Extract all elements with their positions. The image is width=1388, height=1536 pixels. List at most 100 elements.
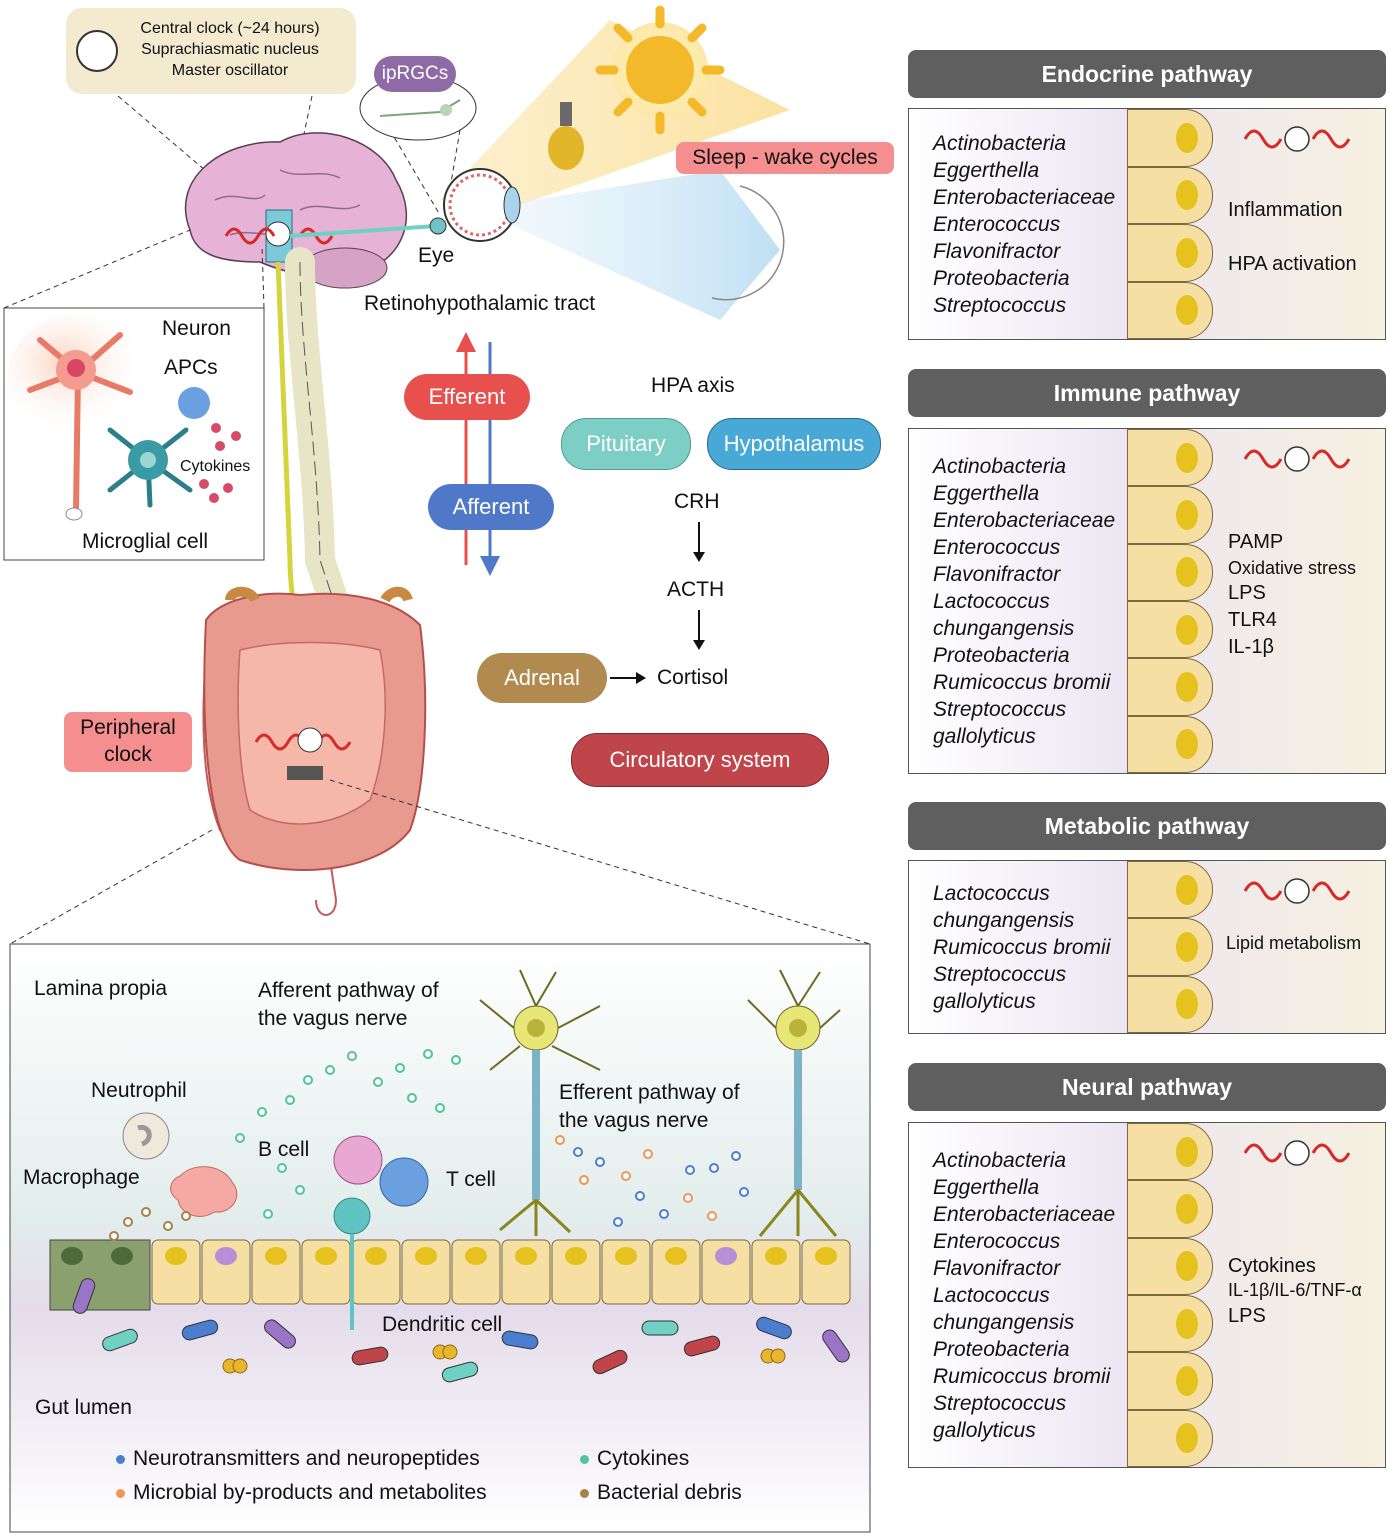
bacteria-name: Actinobacteria bbox=[933, 132, 1067, 155]
signal-particle bbox=[423, 1049, 433, 1059]
coccus-bacterium bbox=[232, 1358, 248, 1374]
neutrophil-label: Neutrophil bbox=[91, 1079, 187, 1102]
bacteria-name: Enterococcus bbox=[933, 1230, 1061, 1253]
afferent-vagus-label: Afferent pathway of the vagus nerve bbox=[258, 977, 439, 1033]
efferent-vagus-line2: the vagus nerve bbox=[559, 1109, 709, 1132]
bacteria-name: Enterococcus bbox=[933, 536, 1061, 559]
bacterium bbox=[441, 1361, 479, 1383]
crh-label: CRH bbox=[674, 490, 720, 513]
epithelial-layer bbox=[49, 1239, 151, 1311]
pathway-effect: LPS bbox=[1228, 582, 1266, 604]
signal-particle bbox=[707, 1211, 717, 1221]
epithelial-nucleus bbox=[615, 1247, 637, 1265]
bacteria-name: Proteobacteria bbox=[933, 267, 1070, 290]
bacteria-name: Actinobacteria bbox=[933, 1149, 1067, 1172]
epithelial-nucleus bbox=[265, 1247, 287, 1265]
epithelial-cells bbox=[151, 1239, 851, 1305]
bacterium bbox=[592, 1349, 628, 1375]
cell-nucleus bbox=[1176, 122, 1198, 153]
cell-nucleus bbox=[1176, 442, 1198, 473]
epithelium-strip bbox=[1127, 1123, 1215, 1467]
efferent-vagus-neuron bbox=[747, 969, 841, 1237]
signal-particle bbox=[263, 1209, 273, 1219]
brain-illustration bbox=[184, 132, 407, 289]
pathway-header: Neural pathway bbox=[908, 1063, 1386, 1111]
moon-icon bbox=[711, 185, 785, 301]
pathway-effect: LPS bbox=[1228, 1305, 1266, 1327]
pathway-effect: Cytokines bbox=[1228, 1255, 1316, 1277]
cell-nucleus bbox=[1176, 1136, 1198, 1167]
pathway-effect: Inflammation bbox=[1228, 199, 1343, 221]
pathway-header: Metabolic pathway bbox=[908, 802, 1386, 850]
epithelial-cell bbox=[451, 1239, 501, 1305]
legend-text-metabolites: Microbial by-products and metabolites bbox=[133, 1481, 487, 1504]
sleep-wake-label: Sleep - wake cycles bbox=[676, 142, 894, 174]
signal-particle bbox=[621, 1171, 631, 1181]
cell-nucleus bbox=[1176, 1365, 1198, 1396]
epithelial-nucleus bbox=[515, 1247, 537, 1265]
signal-particle bbox=[739, 1187, 749, 1197]
bacteria-name: Streptococcus bbox=[933, 1392, 1067, 1415]
cortisol-label: Cortisol bbox=[657, 666, 729, 689]
macrophage-label: Macrophage bbox=[23, 1166, 140, 1189]
epithelial-cell bbox=[1127, 861, 1213, 919]
bacteria-name: Streptococcus bbox=[933, 294, 1067, 317]
clock-wave-icon bbox=[1243, 126, 1351, 152]
epithelial-cell bbox=[1127, 109, 1213, 167]
epithelial-nucleus bbox=[465, 1247, 487, 1265]
lamina-propia-label: Lamina propia bbox=[34, 977, 168, 1000]
bacteria-name: Streptococcus bbox=[933, 698, 1067, 721]
legend-text-debris: Bacterial debris bbox=[597, 1481, 742, 1504]
clock-face bbox=[1284, 1140, 1310, 1166]
neutrophil-cell bbox=[122, 1112, 170, 1160]
epithelium-strip bbox=[1127, 429, 1215, 773]
t-cell bbox=[379, 1157, 429, 1207]
epithelial-cell bbox=[1127, 543, 1213, 601]
clock-face bbox=[1284, 126, 1310, 152]
epithelial-cell bbox=[401, 1239, 451, 1305]
pathway-effect: PAMP bbox=[1228, 531, 1284, 553]
bacteria-name: Flavonifractor bbox=[933, 563, 1061, 586]
gut-lining-panel bbox=[9, 943, 871, 1533]
bacterium bbox=[822, 1329, 850, 1363]
epithelial-cell bbox=[1127, 1409, 1213, 1467]
bacteria-name: Lactococcus bbox=[933, 1284, 1050, 1307]
spine-illustration bbox=[285, 247, 355, 635]
cell-nucleus bbox=[1176, 499, 1198, 530]
legend-item-cytokines: Cytokines bbox=[580, 1447, 689, 1471]
signal-particle bbox=[635, 1191, 645, 1201]
cell-nucleus bbox=[1176, 931, 1198, 962]
clock-icon bbox=[76, 30, 118, 72]
cytokine-dots bbox=[199, 423, 241, 503]
epithelial-cell bbox=[1127, 658, 1213, 716]
cell-nucleus bbox=[1176, 874, 1198, 905]
signal-particle bbox=[579, 1175, 589, 1185]
circadian-wave bbox=[1243, 449, 1351, 469]
signal-particle bbox=[659, 1209, 669, 1219]
hpa-axis-label: HPA axis bbox=[651, 374, 735, 397]
bacteria-name: gallolyticus bbox=[933, 1419, 1036, 1442]
signal-particle bbox=[643, 1149, 653, 1159]
light-bulb-icon bbox=[548, 102, 584, 170]
neuron-cell bbox=[27, 332, 133, 521]
epithelial-cell bbox=[1127, 486, 1213, 544]
coccus-bacterium bbox=[442, 1344, 458, 1360]
pathway-effect: TLR4 bbox=[1228, 609, 1277, 631]
cell-nucleus bbox=[1176, 989, 1198, 1020]
peripheral-clock-line2: clock bbox=[104, 743, 152, 766]
epithelial-cell bbox=[1127, 601, 1213, 659]
macrophage-cell bbox=[170, 1166, 238, 1217]
signal-particle bbox=[123, 1217, 133, 1227]
signal-particle bbox=[235, 1133, 245, 1143]
gut-lumen-label: Gut lumen bbox=[35, 1396, 132, 1419]
efferent-vagus-label: Efferent pathway of the vagus nerve bbox=[559, 1079, 740, 1135]
legend-dot-neurotransmitters bbox=[116, 1454, 125, 1464]
iprgcs-label: ipRGCs bbox=[374, 56, 456, 92]
acth-label: ACTH bbox=[667, 578, 725, 601]
